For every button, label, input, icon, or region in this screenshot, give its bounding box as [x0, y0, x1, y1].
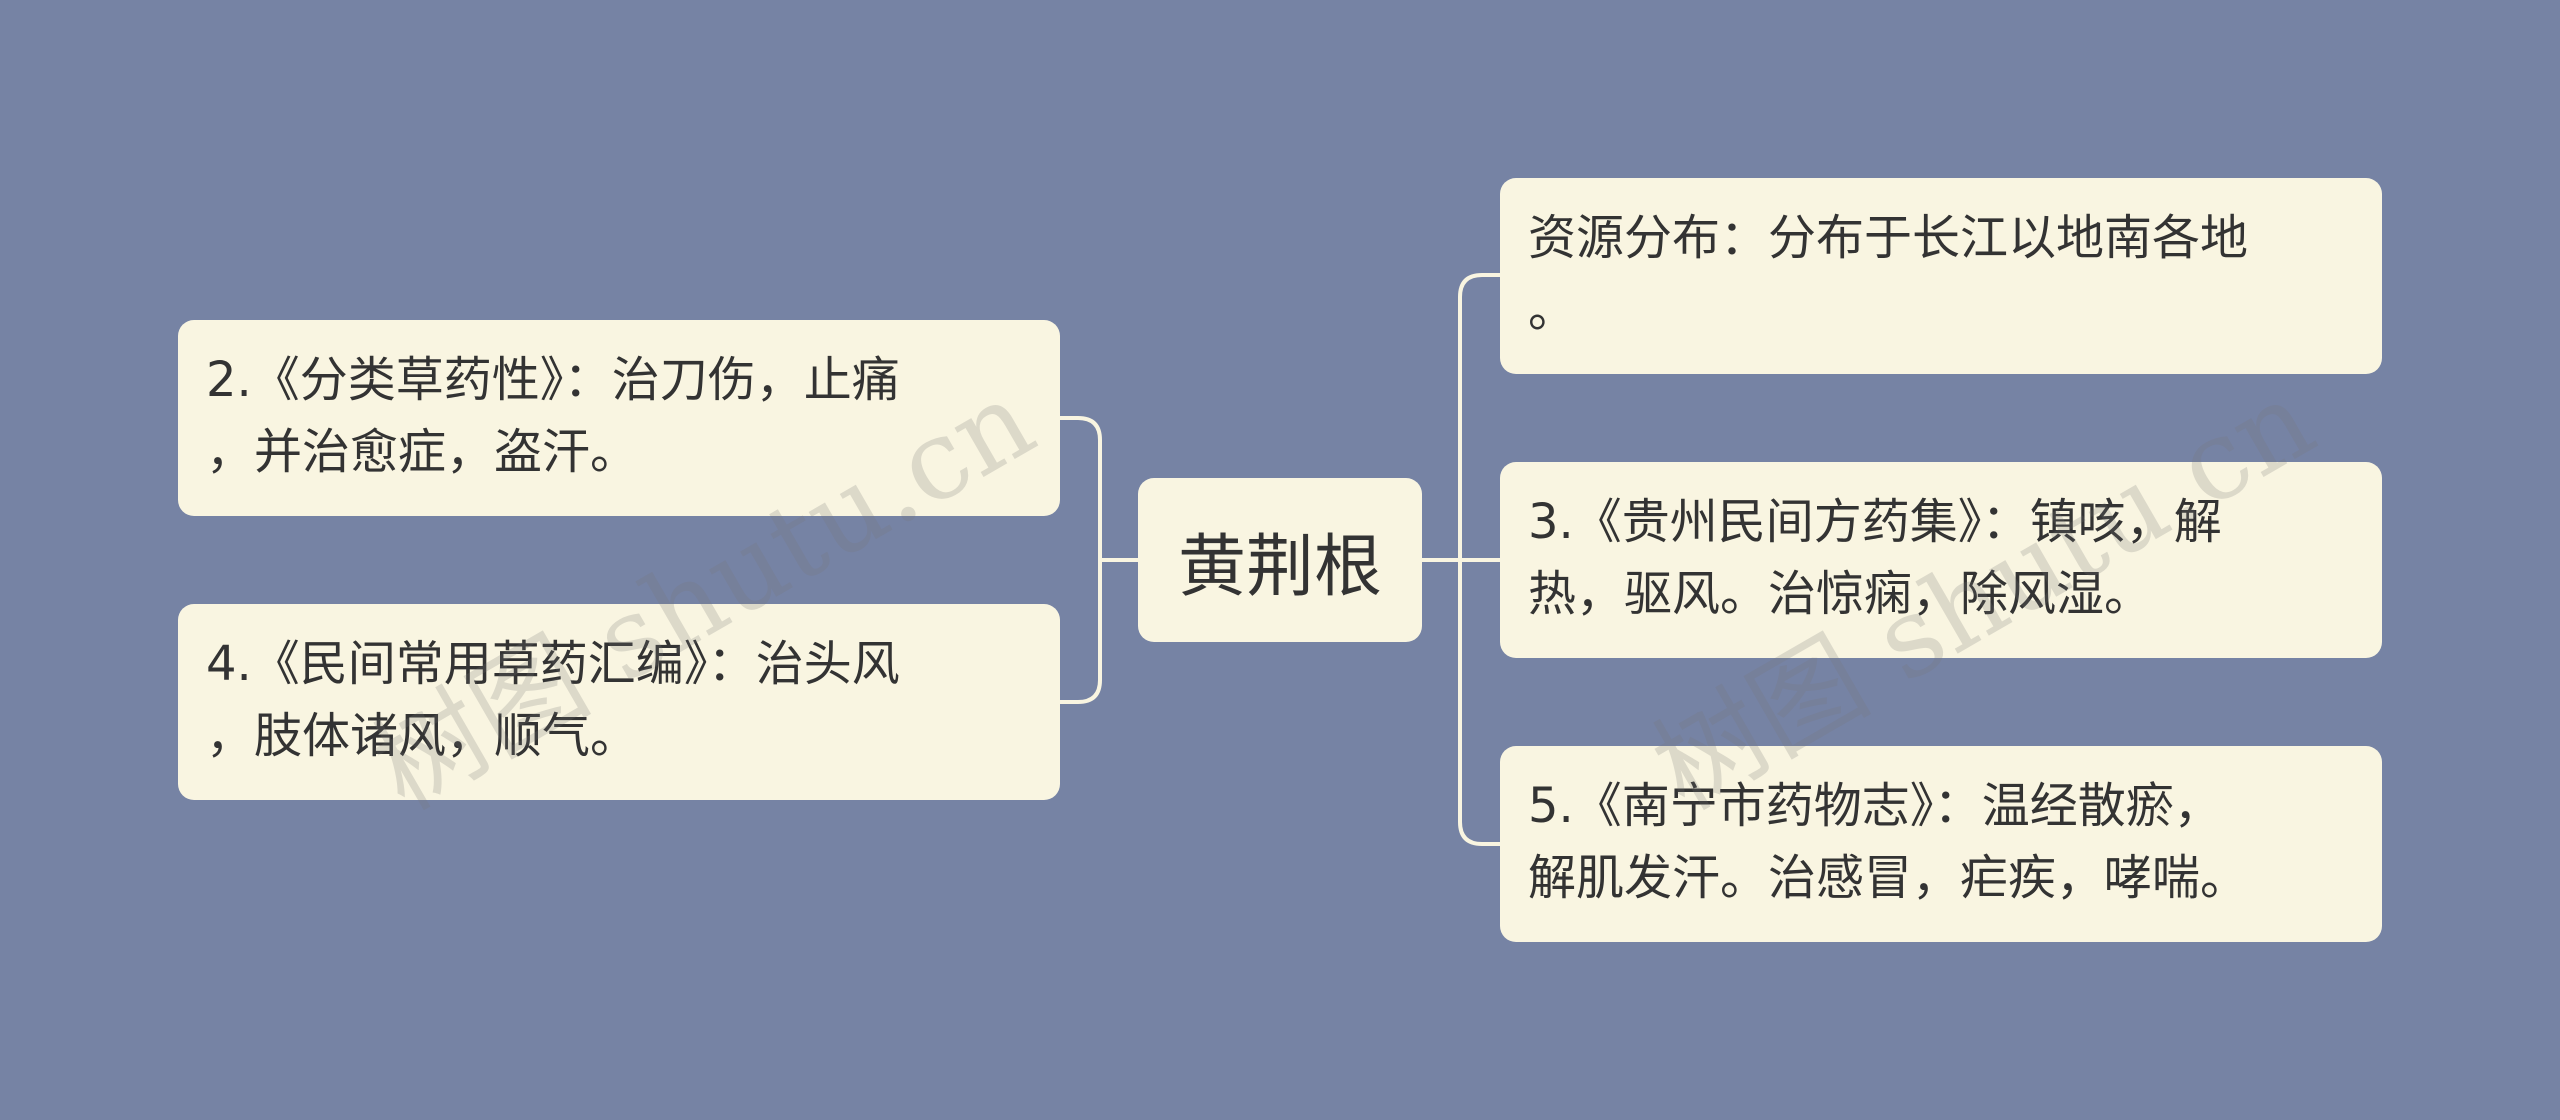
branch-node-minjian-changyong[interactable]: 4.《民间常用草药汇编》：治头风 ，肢体诸风，顺气。: [178, 604, 1060, 800]
root-node-label: 黄荆根: [1177, 527, 1382, 607]
connector-left-branch-1: [1060, 416, 1102, 560]
connector-right-branch-1: [1458, 273, 1500, 560]
branch-node-label: 2.《分类草药性》：治刀伤，止痛 ，并治愈症，盗汗。: [206, 352, 900, 480]
branch-node-fenlei-caoyaoxing[interactable]: 2.《分类草药性》：治刀伤，止痛 ，并治愈症，盗汗。: [178, 320, 1060, 516]
connector-left-branch-2: [1060, 560, 1102, 704]
branch-node-label: 3.《贵州民间方药集》：镇咳，解 热，驱风。治惊痫，除风湿。: [1528, 494, 2222, 622]
branch-node-label: 资源分布：分布于长江以地南各地 。: [1528, 210, 2249, 338]
root-node[interactable]: 黄荆根: [1138, 478, 1422, 642]
branch-node-guizhou-minjian[interactable]: 3.《贵州民间方药集》：镇咳，解 热，驱风。治惊痫，除风湿。: [1500, 462, 2382, 658]
branch-node-label: 5.《南宁市药物志》：温经散瘀， 解肌发汗。治感冒，疟疾，哮喘。: [1528, 778, 2249, 906]
branch-node-nanning-yaowuzhi[interactable]: 5.《南宁市药物志》：温经散瘀， 解肌发汗。治感冒，疟疾，哮喘。: [1500, 746, 2382, 942]
connector-right-branch-3: [1458, 560, 1500, 846]
branch-node-ziyuan-fenbu[interactable]: 资源分布：分布于长江以地南各地 。: [1500, 178, 2382, 374]
branch-node-label: 4.《民间常用草药汇编》：治头风 ，肢体诸风，顺气。: [206, 636, 900, 764]
